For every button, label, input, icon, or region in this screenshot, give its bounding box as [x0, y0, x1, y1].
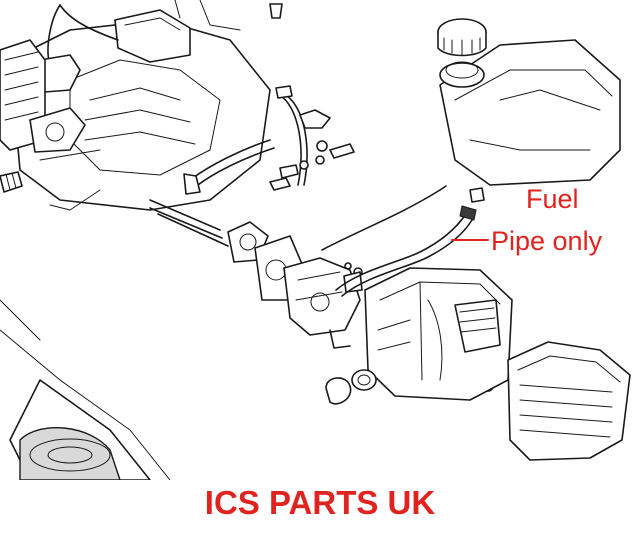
choke-cable: [321, 185, 447, 251]
exhaust-gasket: [29, 107, 86, 153]
primer-bulb: [325, 369, 377, 405]
parts-diagram: [0, 0, 631, 480]
air-filter-cover: [507, 341, 631, 461]
fuel-tank: [437, 18, 621, 186]
ignition-coil: [39, 4, 191, 93]
throttle-linkage: [183, 85, 308, 195]
brand-watermark: ICS PARTS UK: [204, 484, 436, 521]
fuel-pipe-callout-line-2: Pipe only: [491, 226, 603, 256]
fuel-pipe-callout-line-1: Fuel: [526, 184, 579, 214]
spark-plug: [0, 171, 23, 193]
air-filter-housing: [364, 267, 513, 401]
fuel-pipe: [335, 187, 485, 297]
carburettor: [283, 257, 363, 349]
crankcase: [0, 299, 171, 480]
